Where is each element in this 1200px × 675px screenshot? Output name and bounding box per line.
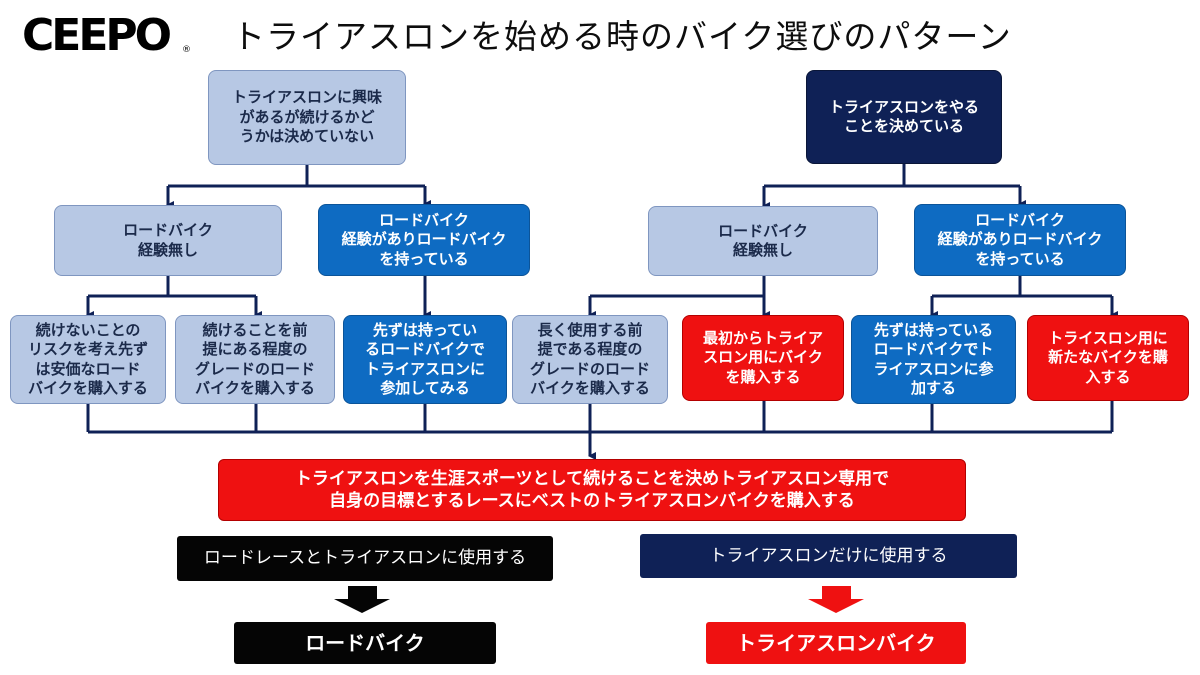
leaf-new-tri-bike: トライスロン用に 新たなバイクを購 入する [1027,315,1189,401]
node-final-tri-bike: トライアスロンを生涯スポーツとして続けることを決めトライアスロン専用で 自身の目… [218,459,966,521]
leaf-tri-bike-from-start: 最初からトライア スロン用にバイク を購入する [682,315,844,401]
node-left-no-road-experience: ロードバイク 経験無し [54,205,282,276]
logo-mark: ® [182,45,191,55]
page-title: トライアスロンを始める時のバイク選びのパターン [232,17,1012,56]
leaf-grade-road-bike-left: 続けることを前 提にある程度の グレードのロード バイクを購入する [175,315,335,404]
node-left-has-road-bike: ロードバイク 経験がありロードバイク を持っている [318,204,530,276]
down-arrow-road [334,586,390,613]
ceepo-logo: CEEPO ® [22,12,191,56]
leaf-try-with-owned-bike: 先ずは持ってい るロードバイクで トライアスロンに 参加してみる [343,315,507,404]
node-right-has-road-bike: ロードバイク 経験がありロードバイク を持っている [914,204,1126,276]
result-tri-bike: トライアスロンバイク [706,622,966,664]
result-road-bike: ロードバイク [234,622,496,664]
logo-text: CEEPO [22,12,171,56]
node-decided: トライアスロンをやる ことを決めている [806,70,1002,164]
leaf-grade-road-bike-right: 長く使用する前 提である程度の グレードのロード バイクを購入する [512,315,668,404]
leaf-cheap-road-bike: 続けないことの リスクを考え先ず は安価なロード バイクを購入する [10,315,166,404]
node-right-no-road-experience: ロードバイク 経験無し [648,206,878,276]
down-arrow-tri [808,586,864,613]
node-undecided: トライアスロンに興味 があるが続けるかど うかは決めていない [208,70,406,165]
use-road-and-tri: ロードレースとトライアスロンに使用する [177,536,553,581]
use-tri-only: トライアスロンだけに使用する [640,534,1017,578]
leaf-race-owned-bike: 先ずは持っている ロードバイクでト ライアスロンに参 加する [851,315,1016,404]
